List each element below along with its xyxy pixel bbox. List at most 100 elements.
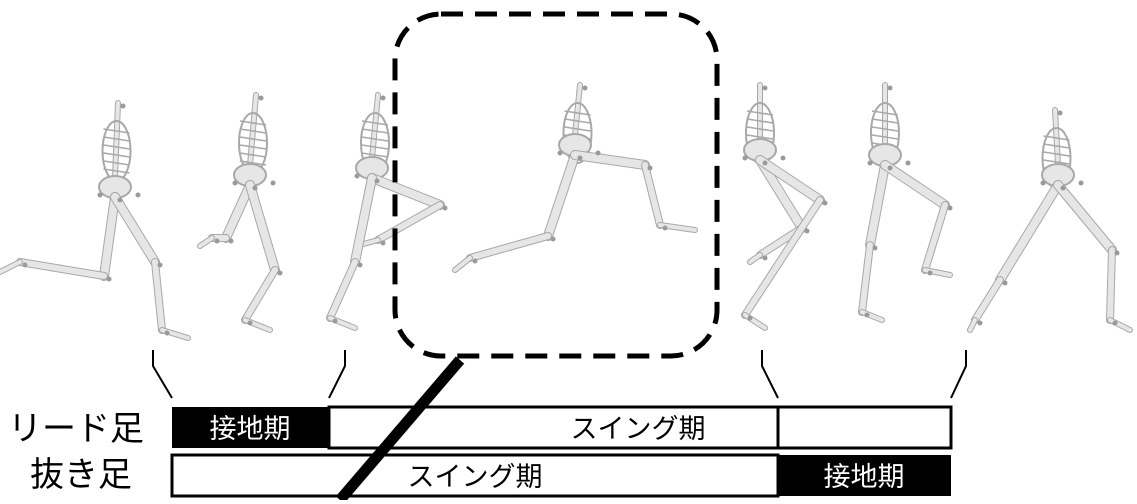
rib — [239, 160, 267, 166]
rib — [361, 120, 389, 126]
right-shin — [1106, 246, 1116, 324]
motion-marker — [357, 262, 363, 268]
motion-marker — [557, 150, 563, 156]
rib — [871, 118, 899, 124]
rib — [746, 126, 774, 132]
motion-marker — [1057, 110, 1063, 116]
skeleton-figure-3 — [326, 92, 448, 331]
lead-swing-label: スイング期 — [571, 414, 706, 445]
left-thigh — [995, 180, 1063, 285]
rib — [239, 152, 267, 158]
spine — [369, 92, 381, 161]
motion-marker — [472, 258, 478, 264]
motion-marker — [97, 192, 103, 198]
motion-marker — [117, 197, 123, 203]
skeleton-figure-6 — [858, 82, 953, 323]
right-thigh — [1053, 180, 1117, 255]
motion-marker — [374, 178, 380, 184]
left-thigh — [99, 192, 120, 281]
motion-marker — [947, 205, 953, 211]
right-thigh — [110, 192, 160, 267]
rib — [103, 144, 130, 150]
motion-marker — [550, 236, 556, 242]
left-foot — [747, 252, 763, 265]
motion-marker — [647, 165, 653, 171]
left-foot — [967, 317, 978, 333]
frame-connector-lines — [152, 350, 967, 399]
rib — [871, 110, 899, 116]
motion-marker — [762, 85, 768, 91]
connector-frame-7 — [950, 350, 967, 399]
motion-marker — [977, 320, 983, 326]
motion-marker — [380, 95, 386, 101]
trail-stance-bar — [778, 455, 951, 496]
motion-marker — [747, 315, 753, 321]
rib — [871, 126, 899, 132]
motion-marker — [164, 330, 170, 336]
motion-marker — [1060, 185, 1066, 191]
motion-marker — [354, 173, 360, 179]
skeleton-figures — [0, 82, 1133, 341]
motion-marker — [822, 200, 828, 206]
left-shin — [466, 232, 552, 262]
left-shin — [16, 258, 108, 280]
rib — [239, 128, 267, 134]
motion-marker — [442, 205, 448, 211]
motion-marker — [905, 160, 911, 166]
left-thigh — [367, 173, 445, 210]
right-thigh — [755, 155, 825, 205]
left-thigh — [221, 180, 255, 243]
spine — [247, 92, 259, 168]
rib — [746, 134, 774, 140]
motion-marker — [120, 103, 126, 109]
connector-frame-1 — [152, 350, 173, 399]
motion-marker — [867, 160, 873, 166]
left-foot — [197, 235, 215, 249]
rib — [103, 160, 130, 166]
right-shin — [241, 266, 279, 324]
motion-marker — [872, 245, 878, 251]
rib — [361, 128, 389, 134]
left-thigh — [865, 160, 890, 250]
right-thigh — [880, 160, 950, 210]
rib — [103, 168, 130, 174]
skeleton-figure-2 — [197, 92, 283, 333]
motion-marker — [232, 180, 238, 186]
left-shin — [971, 276, 1004, 324]
skeleton-figure-1 — [0, 100, 191, 341]
left-shin — [858, 241, 874, 316]
motion-marker — [887, 165, 893, 171]
rib — [1043, 159, 1070, 165]
spine — [572, 82, 583, 138]
rib — [239, 120, 267, 126]
right-shin — [151, 258, 166, 334]
right-shin — [641, 161, 664, 229]
motion-marker — [927, 270, 933, 276]
right-shin — [326, 258, 359, 322]
motion-marker — [247, 320, 253, 326]
rib — [564, 126, 591, 132]
skeleton-figure-4 — [452, 82, 698, 273]
motion-marker — [332, 318, 338, 324]
motion-marker — [742, 155, 748, 161]
motion-marker — [864, 312, 870, 318]
lead-stance-bar-end — [776, 405, 953, 450]
lead-leg-row-label: リード足 — [8, 409, 144, 449]
rib — [564, 118, 591, 124]
motion-marker — [1112, 320, 1118, 326]
right-thigh — [570, 150, 650, 170]
rib — [871, 134, 899, 140]
left-foot — [452, 255, 473, 273]
rib — [103, 128, 130, 134]
skeleton-figure-7 — [967, 107, 1133, 333]
lead-stance-label: 接地期 — [210, 414, 291, 445]
rib — [103, 152, 130, 158]
motion-marker — [228, 238, 234, 244]
spine — [112, 100, 121, 180]
right-thigh — [245, 180, 280, 275]
skeleton-figure-5 — [741, 82, 828, 331]
rib — [239, 144, 267, 150]
motion-marker — [780, 155, 786, 161]
